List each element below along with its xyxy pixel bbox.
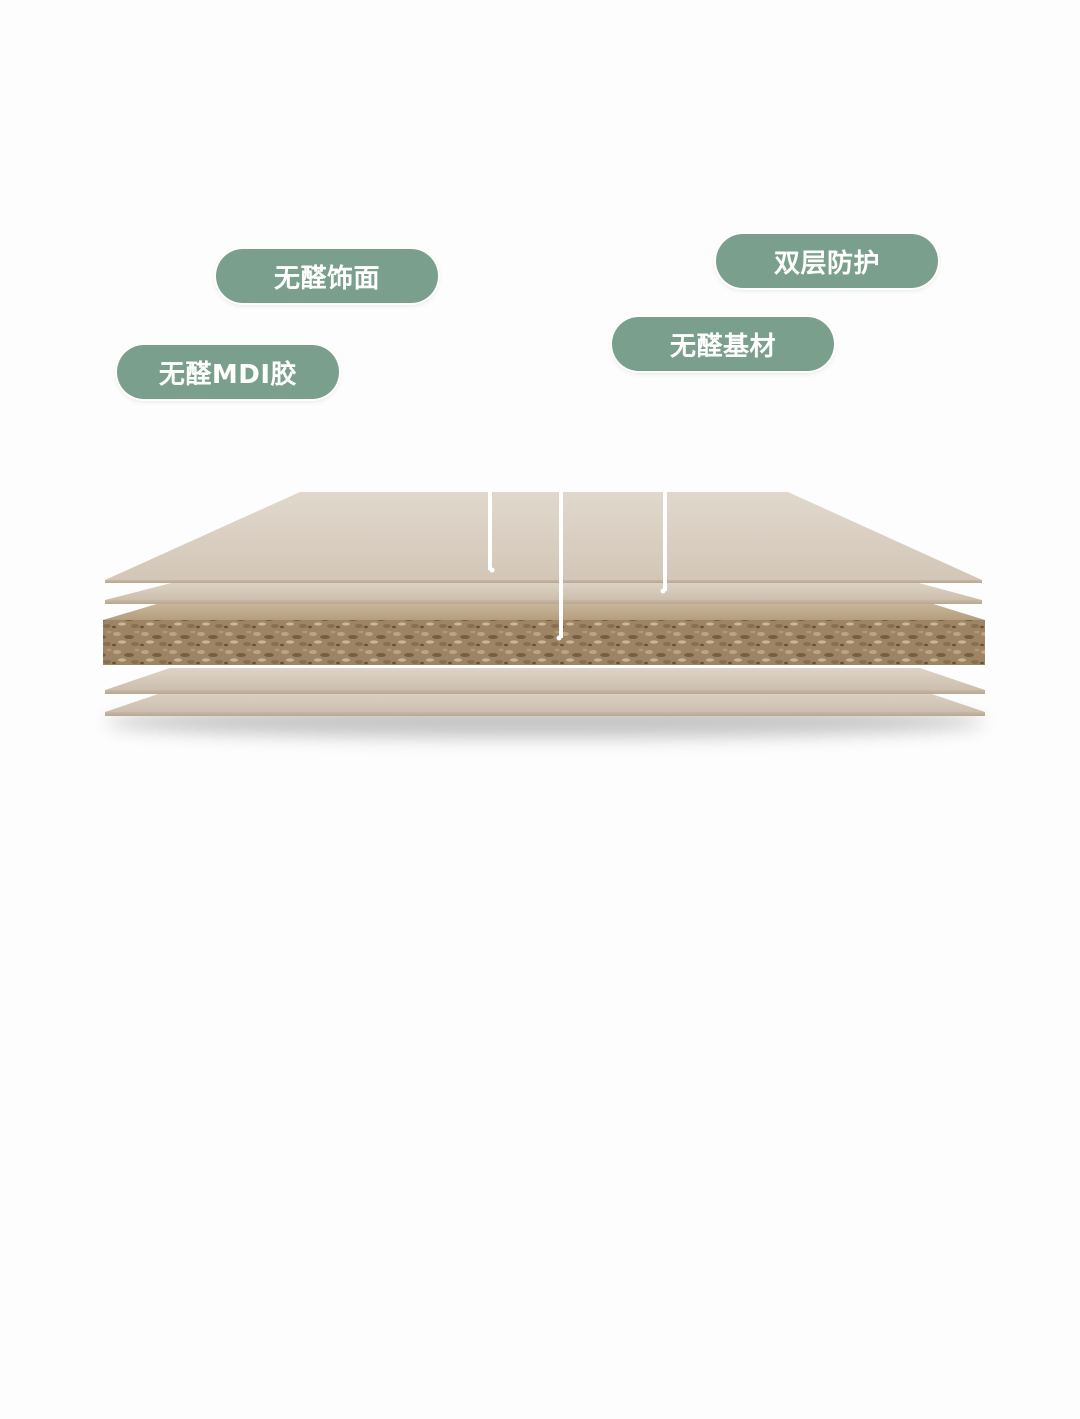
label-formaldehyde-free-surface: 无醛饰面 <box>216 249 438 303</box>
bottom-veneer-layer-2 <box>105 690 985 716</box>
bottom-veneer-layer-1 <box>105 668 985 694</box>
label-formaldehyde-free-surface-text: 无醛饰面 <box>273 263 380 294</box>
leader-lines <box>488 492 667 641</box>
label-formaldehyde-free-substrate: 无醛基材 <box>612 317 834 371</box>
top-veneer-layer-2 <box>105 582 982 604</box>
label-formaldehyde-free-substrate-text: 无醛基材 <box>669 331 776 362</box>
label-double-protection: 双层防护 <box>716 234 938 288</box>
top-decorative-surface <box>105 492 982 583</box>
label-mdi-glue: 无醛MDI胶 <box>117 345 339 399</box>
particle-board-core <box>103 603 985 665</box>
label-double-protection-text: 双层防护 <box>773 248 880 279</box>
label-mdi-glue-text: 无醛MDI胶 <box>158 359 298 390</box>
